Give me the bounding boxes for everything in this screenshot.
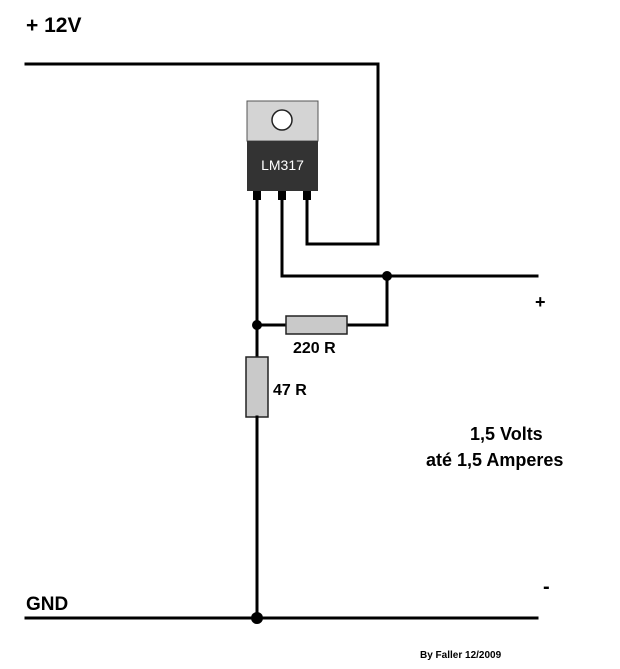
adjust-junction-node <box>252 320 262 330</box>
author-credit: By Faller 12/2009 <box>420 650 502 661</box>
ground-label: GND <box>26 594 69 615</box>
resistor-r2-label: 47 R <box>273 382 307 399</box>
output-voltage-spec: 1,5 Volts <box>470 424 543 444</box>
resistor-r2 <box>245 356 269 418</box>
ic-mounting-hole <box>271 109 293 131</box>
ic-pin-adjust <box>253 191 261 200</box>
regulator-label: LM317 <box>261 157 304 173</box>
ic-pin-output <box>278 191 286 200</box>
output-current-spec: até 1,5 Amperes <box>426 450 564 470</box>
resistor-r1-label: 220 R <box>293 340 336 357</box>
supply-label: + 12V <box>26 14 82 37</box>
output-minus-label: - <box>543 576 550 598</box>
lm317-package <box>246 100 319 200</box>
ic-pin-input <box>303 191 311 200</box>
output-plus-label: + <box>535 292 546 312</box>
ground-junction-node <box>251 612 263 624</box>
resistor-r1 <box>285 315 348 335</box>
ic-body <box>247 141 318 191</box>
